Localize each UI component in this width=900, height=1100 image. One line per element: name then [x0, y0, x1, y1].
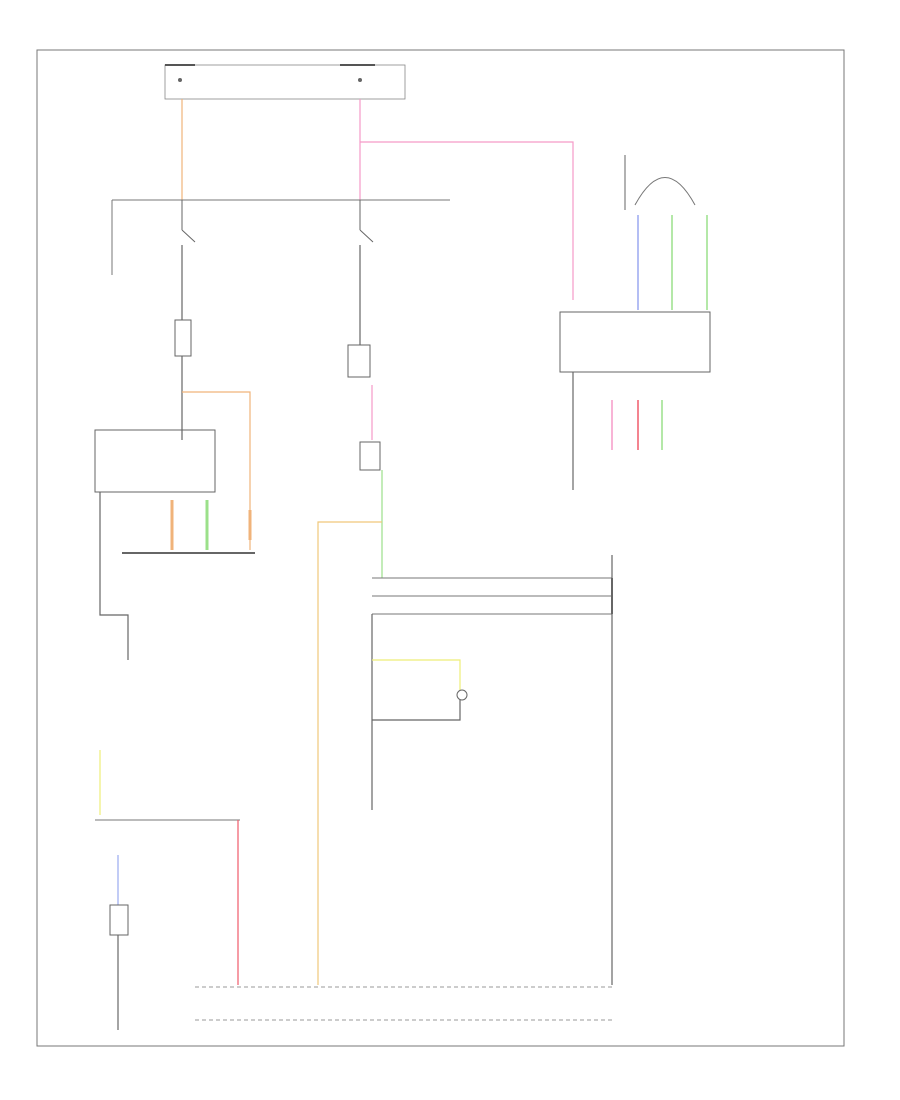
ignition-switch [111, 199, 450, 275]
motor-loop-black [372, 700, 461, 721]
right-module [559, 311, 711, 373]
left-relay [94, 429, 216, 493]
diagram-frame [36, 49, 845, 1047]
right-module-stubs [611, 400, 663, 450]
wire-left-loop [99, 492, 129, 660]
bottom-left-switch [109, 904, 129, 936]
motor [456, 689, 468, 701]
fuse-block [164, 64, 406, 100]
wire-yellow-orange-long [317, 521, 382, 985]
center-connector [372, 577, 613, 615]
center-switch-1 [347, 344, 371, 378]
left-switch-1 [174, 319, 192, 357]
wire-yellow-loop [372, 659, 461, 690]
wire-pink-branch [360, 141, 574, 300]
connector-stubs-left [170, 500, 252, 550]
center-switch-2 [359, 441, 381, 471]
sensor-top-right [624, 155, 708, 310]
wire-orange-left-branch [182, 391, 251, 550]
